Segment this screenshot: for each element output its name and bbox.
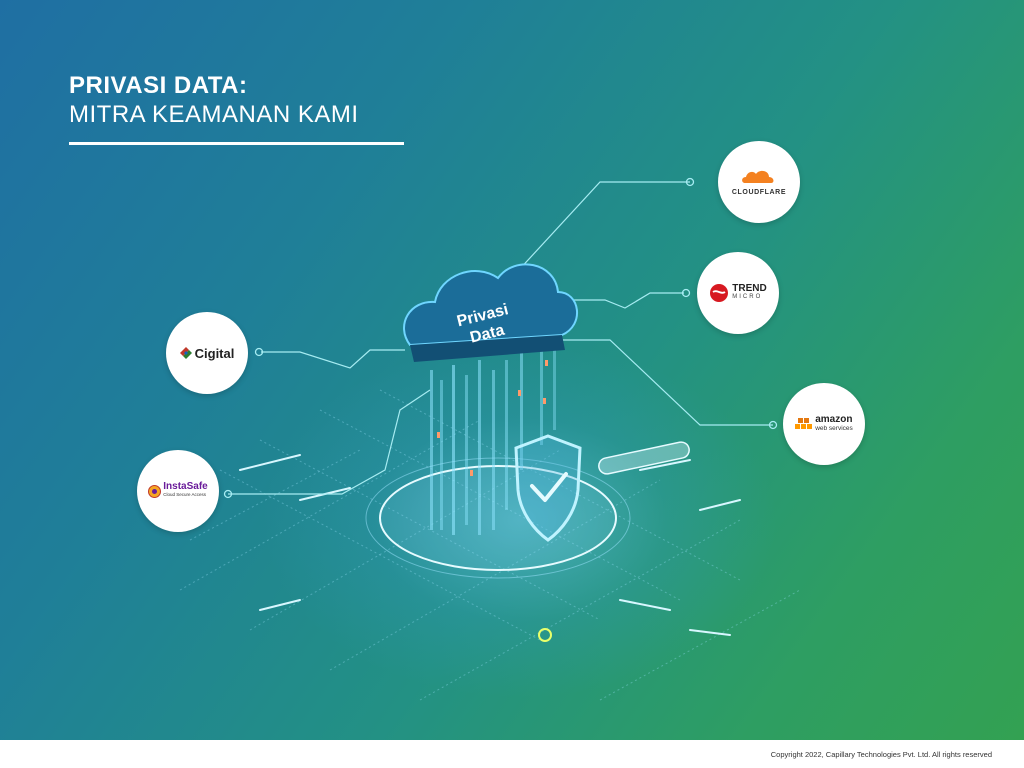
cigital-name: Cigital [194, 345, 235, 361]
circuit-grid [179, 389, 801, 701]
instasafe-name: InstaSafe [163, 481, 208, 492]
bottom-node [538, 628, 552, 642]
footer: Copyright 2022, Capillary Technologies P… [0, 740, 1024, 768]
instasafe-logo: InstaSafe Cloud Secure Access [148, 481, 208, 499]
page-title: PRIVASI DATA: MITRA KEAMANAN KAMI [69, 72, 359, 130]
connector-dots [223, 177, 778, 499]
infographic-stage: PRIVASI DATA: MITRA KEAMANAN KAMI Privas… [0, 0, 1024, 740]
partner-instasafe: InstaSafe Cloud Secure Access [137, 450, 219, 532]
instasafe-text: InstaSafe Cloud Secure Access [163, 481, 208, 499]
light-streaks [239, 454, 741, 636]
data-packets [437, 360, 548, 476]
aws-name: amazon [815, 414, 853, 425]
trend-micro-name: TREND [732, 283, 767, 294]
title-line-2: MITRA KEAMANAN KAMI [69, 101, 359, 128]
instasafe-emblem-icon [148, 484, 162, 498]
trend-micro-logo: TREND MICRO [709, 283, 767, 303]
trend-micro-sub: MICRO [732, 294, 763, 300]
trend-micro-text: TREND MICRO [732, 284, 766, 302]
aws-sub: web services [815, 425, 853, 432]
cloudflare-cloud-icon [742, 170, 774, 183]
platform-ring [379, 465, 617, 571]
cloud-shape [403, 263, 579, 362]
data-streams [430, 345, 556, 535]
title-line-1: PRIVASI DATA: [69, 72, 248, 99]
connector-lines [228, 181, 773, 495]
aws-cubes-icon [795, 418, 813, 429]
instasafe-sub: Cloud Secure Access [163, 492, 207, 497]
trend-micro-emblem-icon [710, 284, 729, 302]
shield-icon [514, 434, 582, 542]
network-diagram [179, 177, 801, 701]
aws-logo: amazon web services [795, 415, 853, 433]
aws-text: amazon web services [815, 415, 853, 433]
progress-indicator [598, 441, 690, 475]
title-underline [69, 142, 404, 145]
partner-cloudflare: CLOUDFLARE [718, 141, 800, 223]
cigital-mark-icon [179, 347, 192, 359]
copyright-text: Copyright 2022, Capillary Technologies P… [770, 750, 992, 759]
partner-amazon-web-services: amazon web services [783, 383, 865, 465]
cloudflare-name: CLOUDFLARE [731, 189, 787, 196]
cloudflare-logo: CLOUDFLARE [732, 168, 786, 196]
partner-trend-micro: TREND MICRO [697, 252, 779, 334]
partner-cigital: Cigital [166, 312, 248, 394]
platform-outer-ring [365, 457, 631, 579]
cigital-logo: Cigital [179, 345, 235, 361]
